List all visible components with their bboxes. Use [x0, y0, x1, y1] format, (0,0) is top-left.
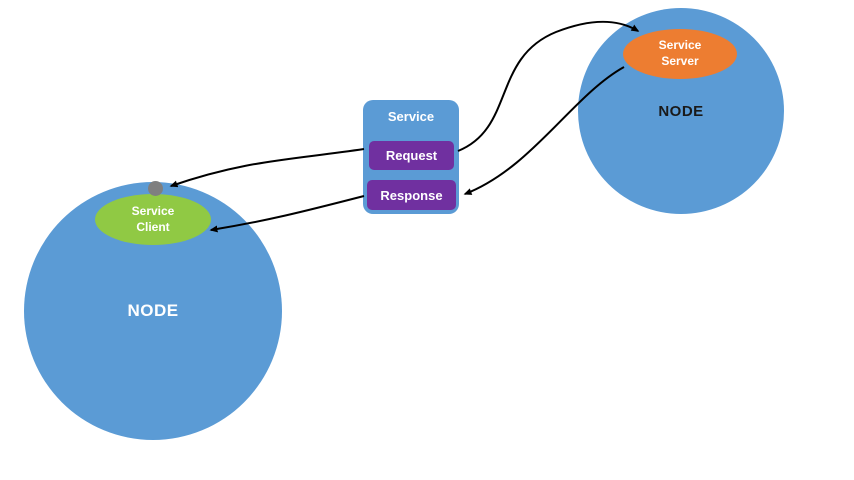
response-label: Response: [380, 187, 443, 203]
response-box: Response: [367, 180, 456, 210]
right-node-label: NODE: [658, 102, 704, 120]
request-label: Request: [385, 148, 438, 163]
service-client-label-line1: Service: [131, 203, 175, 218]
service-box-title: Service: [387, 109, 435, 124]
service-client-label-line2: Client: [136, 219, 170, 234]
service-to-client-dot-arrow: [169, 148, 365, 188]
service-client-ellipse: Service Client: [95, 194, 211, 245]
service-server-label-line1: Service: [658, 38, 702, 53]
request-box: Request: [369, 141, 454, 170]
service-server-ellipse: Service Server: [623, 29, 737, 79]
connection-dot: [148, 181, 163, 196]
left-node-label: NODE: [127, 301, 179, 320]
service-server-label-line2: Server: [661, 54, 699, 68]
